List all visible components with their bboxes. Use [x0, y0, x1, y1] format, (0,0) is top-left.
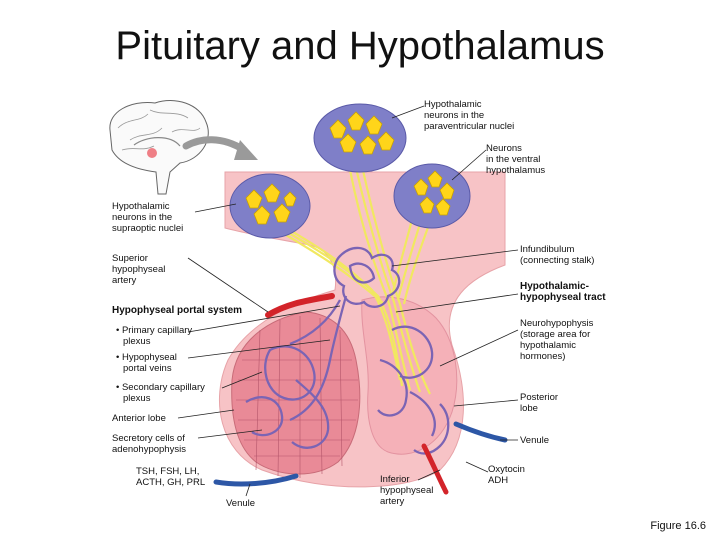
- label-anterior-lobe: Anterior lobe: [112, 413, 166, 424]
- superior-hypophyseal-artery-vessel: [265, 293, 335, 318]
- label-hypophyseal-portal-veins: • Hypophyseal portal veins: [116, 352, 180, 374]
- label-secretory-cells: Secretory cells of adenohypophysis: [112, 433, 188, 455]
- label-ventral-hypothalamus: Neurons in the ventral hypothalamus: [486, 143, 545, 176]
- label-posterior-hormones: Oxytocin ADH: [488, 464, 528, 486]
- brain-inset-illustration: [109, 100, 258, 195]
- label-primary-capillary-plexus: • Primary capillary plexus: [116, 325, 195, 347]
- slide-title: Pituitary and Hypothalamus: [115, 24, 605, 68]
- label-venule-right: Venule: [520, 435, 549, 446]
- label-hypothalamic-hypophyseal-tract: Hypothalamic- hypophyseal tract: [520, 281, 606, 303]
- label-posterior-lobe: Posterior lobe: [520, 392, 561, 414]
- label-venule-left: Venule: [226, 498, 255, 509]
- venule-right-vessel: [453, 421, 508, 443]
- label-secondary-capillary-plexus: • Secondary capillary plexus: [116, 382, 208, 404]
- label-hypophyseal-portal-system: Hypophyseal portal system: [112, 305, 242, 316]
- label-inferior-hypophyseal-artery: Inferior hypophyseal artery: [380, 474, 436, 507]
- inferior-hypophyseal-artery-vessel: [421, 443, 449, 495]
- figure-number: Figure 16.6: [650, 520, 706, 532]
- leader-lines: [177, 105, 519, 497]
- label-infundibulum: Infundibulum (connecting stalk): [520, 244, 594, 266]
- ventral-hypothalamus-nucleus: [393, 163, 471, 229]
- capillary-plexus-network: [245, 246, 450, 455]
- supraoptic-nucleus: [229, 173, 311, 239]
- label-superior-hypophyseal-artery: Superior hypophyseal artery: [112, 253, 168, 286]
- label-supraoptic: Hypothalamic neurons in the supraoptic n…: [112, 201, 183, 234]
- paraventricular-nucleus: [313, 103, 407, 173]
- label-paraventricular: Hypothalamic neurons in the paraventricu…: [424, 99, 514, 132]
- label-neurohypophysis: Neurohypophysis (storage area for hypoth…: [520, 318, 596, 362]
- venule-left-vessel: [213, 473, 299, 487]
- label-anterior-hormones: TSH, FSH, LH, ACTH, GH, PRL: [136, 466, 205, 488]
